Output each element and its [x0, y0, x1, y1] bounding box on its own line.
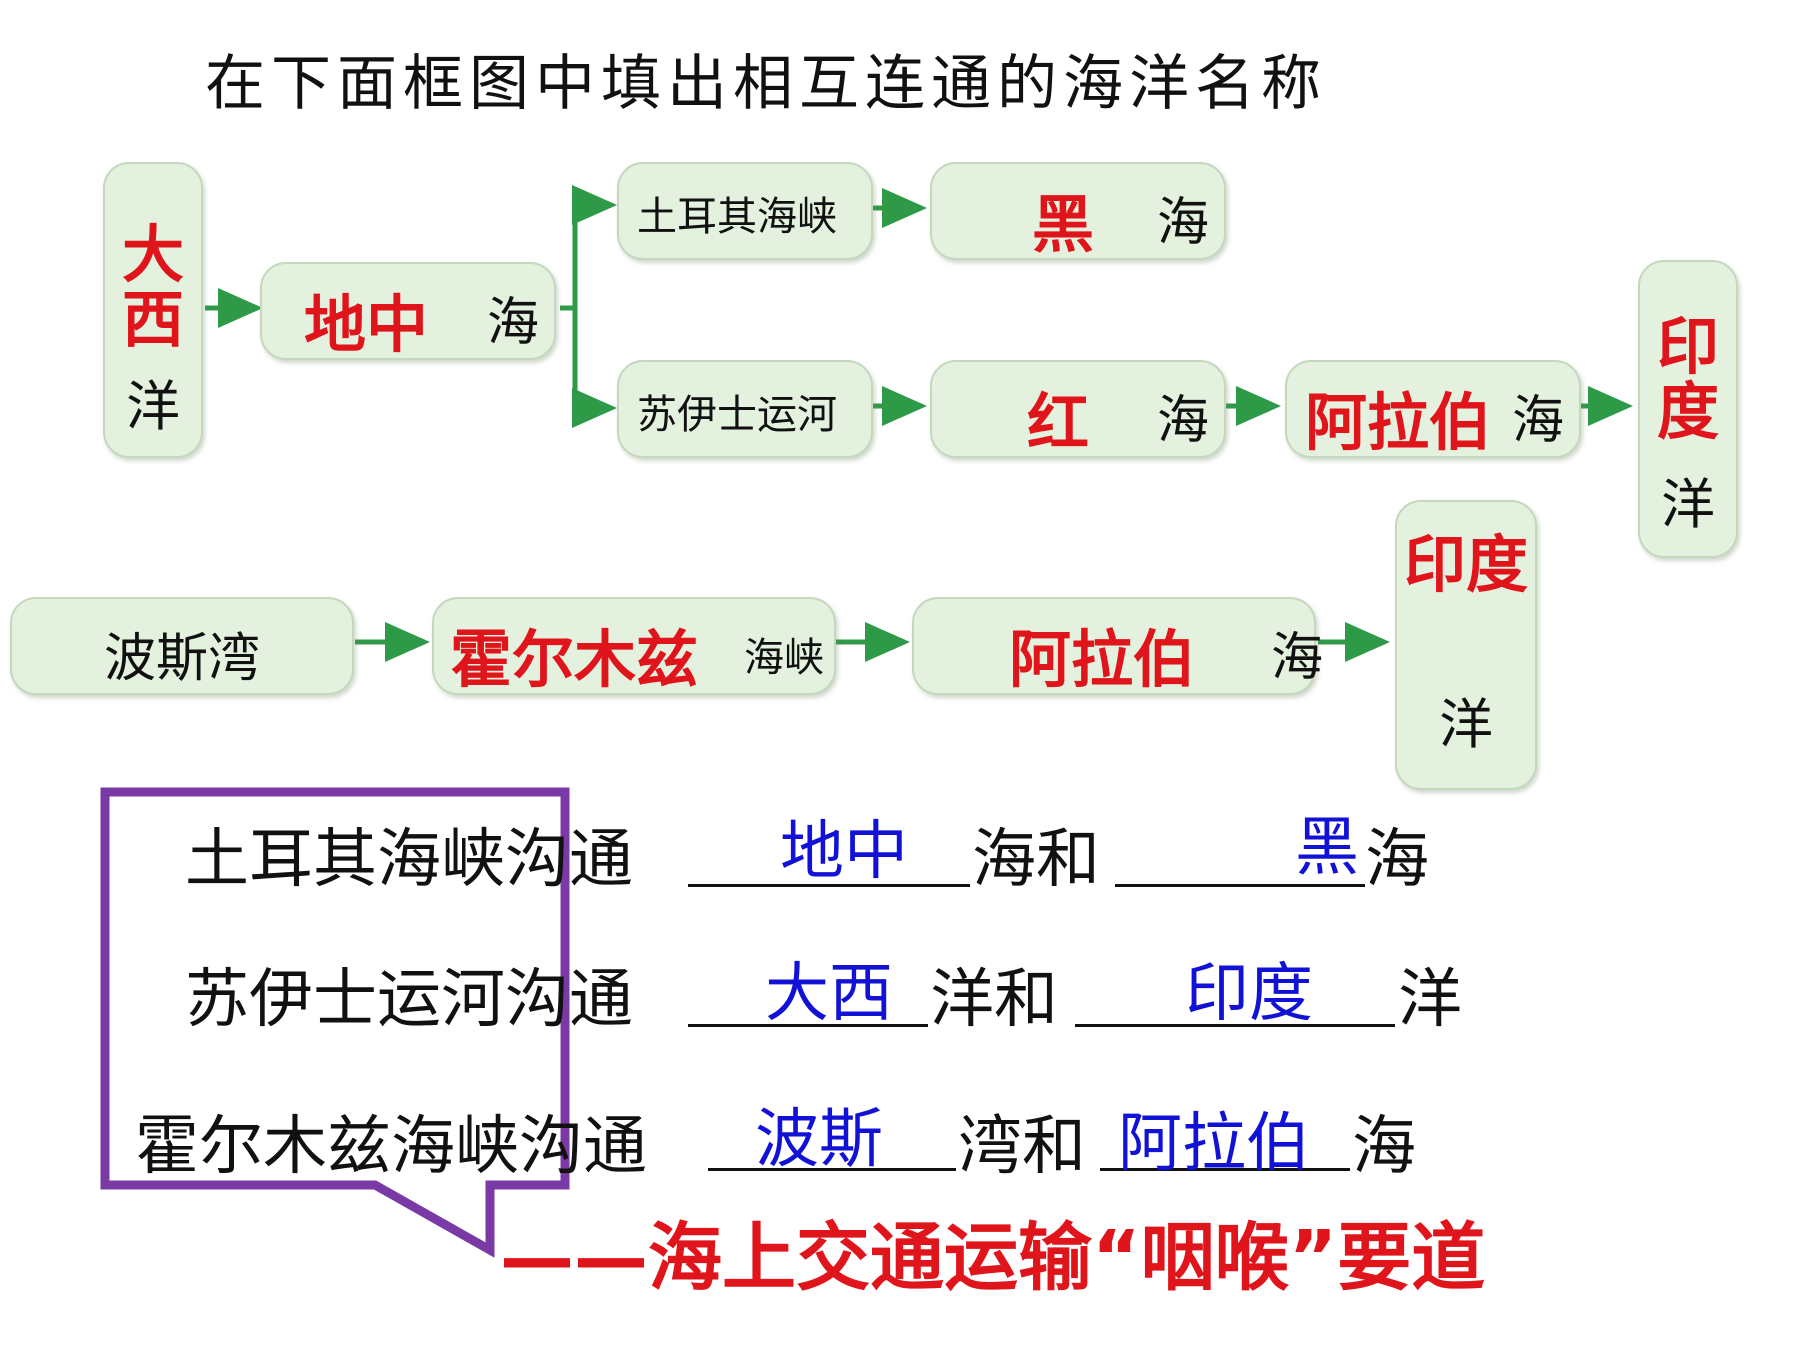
sentence-2-blank-2 — [1075, 1024, 1395, 1027]
branch-connector — [560, 185, 617, 311]
sentence-1-end: 海 — [1365, 823, 1429, 897]
sentence-3-mid: 湾和 — [958, 1110, 1086, 1184]
indian-ocean-top-red-text: 印度 — [1656, 310, 1719, 449]
indian-ocean-bottom-suffix: 洋 — [1439, 693, 1493, 756]
black-sea-suffix: 海 — [1157, 193, 1210, 253]
sentence-1-blank-2 — [1115, 884, 1365, 887]
indian-ocean-top-suffix: 洋 — [1661, 473, 1715, 536]
sentence-3-answer-1: 波斯 — [755, 1103, 883, 1177]
arabian-sea-bottom-suffix: 海 — [1271, 628, 1324, 688]
turkish-strait-label: 土耳其海峡 — [637, 194, 837, 240]
callout-bubble — [100, 787, 570, 1258]
page-title: 在下面框图中填出相互连通的海洋名称 — [205, 49, 1327, 119]
indian-ocean-bottom-red-text: 印度 — [1403, 528, 1528, 601]
sentence-3-blank-2 — [1100, 1168, 1350, 1171]
box-mediterranean-sea: 地中 海 — [260, 262, 556, 361]
sentence-2-prefix: 苏伊士运河沟通 — [185, 963, 633, 1037]
sentence-2-end: 洋 — [1398, 963, 1462, 1037]
box-black-sea: 黑 海 — [930, 162, 1226, 261]
box-indian-ocean-bottom: 印度 洋 — [1395, 500, 1537, 790]
box-red-sea: 红 海 — [930, 360, 1226, 459]
sentence-1-prefix: 土耳其海峡沟通 — [185, 823, 633, 897]
sentence-1-answer-2: 黑 — [1295, 811, 1359, 885]
box-atlantic-ocean: 大西 洋 — [103, 162, 203, 458]
slogan: ——海上交通运输“咽喉”要道 — [500, 1215, 1486, 1301]
red-sea-suffix: 海 — [1157, 391, 1210, 451]
atlantic-red-text: 大西 — [121, 218, 184, 357]
box-arabian-sea-bottom: 阿拉伯 海 — [912, 597, 1323, 696]
box-arabian-sea-top: 阿拉伯 海 — [1285, 360, 1581, 459]
black-sea-red-text: 黑 — [1032, 188, 1095, 261]
sentence-2-answer-1: 大西 — [765, 957, 893, 1031]
hormuz-suffix: 海峡 — [744, 635, 824, 681]
sentence-1-mid: 海和 — [972, 823, 1100, 897]
box-persian-gulf: 波斯湾 — [10, 597, 354, 695]
atlantic-suffix: 洋 — [126, 375, 180, 438]
box-indian-ocean-top: 印度 洋 — [1638, 260, 1738, 558]
sentence-1-answer-1: 地中 — [780, 815, 908, 889]
sentence-3-end: 海 — [1352, 1110, 1416, 1184]
mediterranean-suffix: 海 — [487, 293, 540, 353]
red-sea-red-text: 红 — [1027, 386, 1090, 459]
arabian-sea-top-suffix: 海 — [1512, 391, 1565, 451]
suez-canal-label: 苏伊士运河 — [637, 392, 837, 438]
sentence-2-mid: 洋和 — [930, 963, 1058, 1037]
box-turkish-strait: 土耳其海峡 — [617, 162, 873, 260]
sentence-3-prefix: 霍尔木兹海峡沟通 — [135, 1110, 647, 1184]
persian-gulf-label: 波斯湾 — [104, 629, 261, 689]
arabian-sea-bottom-red-text: 阿拉伯 — [1009, 623, 1196, 696]
branch-connector-lower — [572, 308, 617, 428]
sentence-3-answer-2: 阿拉伯 — [1118, 1107, 1310, 1181]
sentence-3-blank-1 — [708, 1168, 956, 1171]
sentence-1-blank-1 — [688, 884, 970, 887]
box-hormuz-strait: 霍尔木兹 海峡 — [432, 597, 836, 696]
sentence-2-blank-1 — [688, 1024, 928, 1027]
mediterranean-red-text: 地中 — [304, 288, 429, 361]
arabian-sea-top-red-text: 阿拉伯 — [1305, 386, 1492, 459]
sentence-2-answer-2: 印度 — [1185, 957, 1313, 1031]
box-suez-canal: 苏伊士运河 — [617, 360, 873, 458]
hormuz-red-text: 霍尔木兹 — [450, 623, 699, 696]
